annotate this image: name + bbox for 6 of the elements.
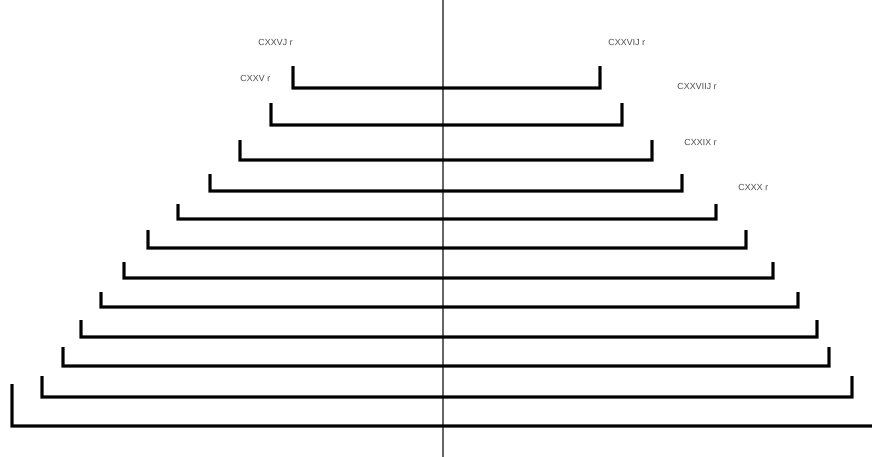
bracket-label: CXXVJ r	[258, 38, 292, 46]
bracket-label: CXXIX r	[684, 138, 716, 146]
bracket-label: CXXVIJ r	[608, 38, 645, 46]
bracket-label: CXXX r	[738, 184, 768, 190]
bracket-label: CXXVIIJ r	[678, 82, 716, 90]
bracket-label: CXXV r	[240, 74, 270, 82]
